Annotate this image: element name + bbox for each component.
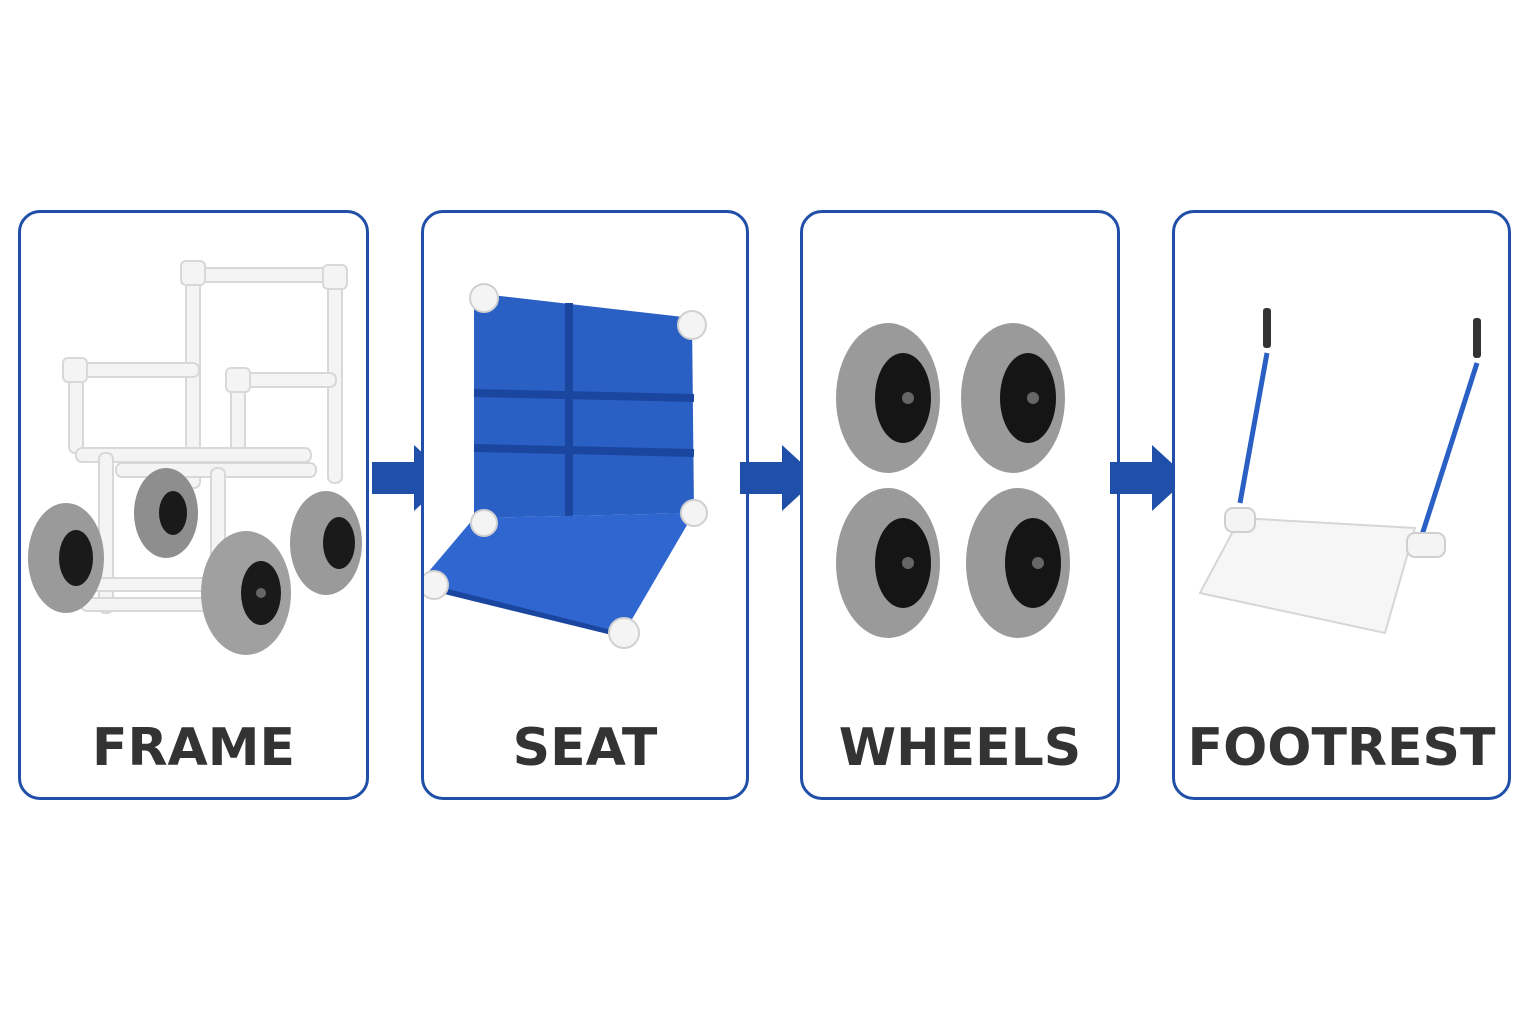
mesh-seat-illustration xyxy=(424,283,708,649)
frame-wheel-front-right xyxy=(201,531,291,655)
step-card-footrest: FOOTREST xyxy=(1172,210,1511,800)
frame-wheel-front-left xyxy=(28,503,104,613)
arrow-right-icon xyxy=(1110,445,1188,511)
balloon-wheel xyxy=(966,488,1070,638)
footrest-illustration xyxy=(1198,308,1481,635)
wheels-illustration xyxy=(836,323,1070,638)
step-label-frame: FRAME xyxy=(91,718,296,778)
balloon-wheel xyxy=(961,323,1065,473)
step-label-wheels: WHEELS xyxy=(838,718,1082,778)
pvc-frame-illustration xyxy=(28,260,362,655)
frame-wheel-back-left xyxy=(134,468,198,558)
frame-wheel-back-right xyxy=(290,491,362,595)
balloon-wheel xyxy=(836,323,940,473)
step-card-wheels: WHEELS xyxy=(800,210,1120,800)
arrow-right-icon xyxy=(740,445,818,511)
step-card-seat: SEAT xyxy=(421,210,749,800)
step-label-footrest: FOOTREST xyxy=(1187,718,1496,778)
step-card-frame: FRAME xyxy=(18,210,369,800)
balloon-wheel xyxy=(836,488,940,638)
step-label-seat: SEAT xyxy=(512,718,658,778)
